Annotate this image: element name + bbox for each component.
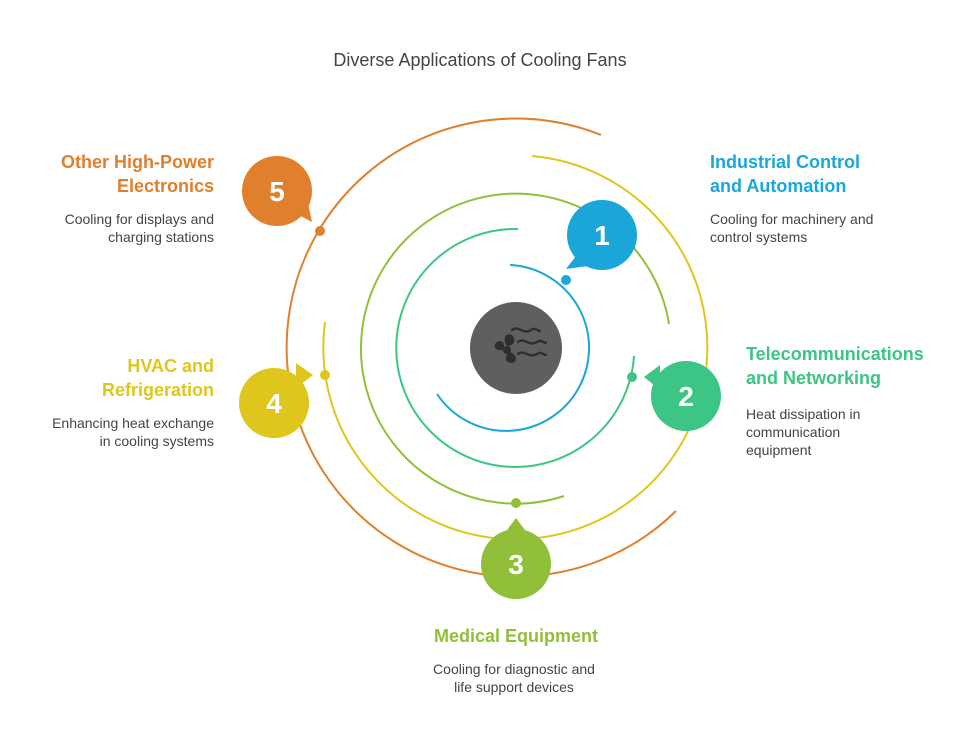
bubble-2: 2	[644, 361, 721, 431]
fan-icon	[494, 327, 548, 363]
item-4-desc-line: in cooling systems	[99, 433, 214, 449]
item-2-title: Telecommunications and Networking	[746, 342, 924, 390]
bubble-3: 3	[481, 518, 551, 599]
item-3-description: Cooling for diagnostic and life support …	[394, 660, 634, 696]
ring-arc-2	[395, 227, 635, 468]
item-2-title-line: Telecommunications	[746, 344, 924, 364]
bubble-number-1: 1	[594, 220, 610, 251]
item-5-desc-line: Cooling for displays and	[64, 211, 214, 227]
item-1-desc-line: Cooling for machinery and	[710, 211, 874, 227]
bubble-number-3: 3	[508, 549, 524, 580]
item-4-title-line: HVAC and	[127, 356, 214, 376]
item-4-desc-line: Enhancing heat exchange	[52, 415, 214, 431]
item-2-desc-line: Heat dissipation in	[746, 406, 861, 422]
item-3-title: Medical Equipment	[396, 624, 636, 648]
connector-dot-1	[561, 275, 571, 285]
item-4-title: HVAC and Refrigeration	[14, 354, 214, 402]
item-3-desc-line: life support devices	[454, 679, 574, 695]
item-5-title-line: Electronics	[116, 176, 214, 196]
item-4-description: Enhancing heat exchange in cooling syste…	[14, 414, 214, 450]
item-1-title-line: Industrial Control	[710, 152, 860, 172]
item-1-title: Industrial Control and Automation	[710, 150, 860, 198]
item-2-description: Heat dissipation in communication equipm…	[746, 405, 860, 459]
connector-dot-5	[315, 226, 325, 236]
item-3-desc-line: Cooling for diagnostic and	[433, 661, 595, 677]
bubble-4: 4	[239, 363, 313, 438]
item-5-desc-line: charging stations	[108, 229, 214, 245]
item-1-title-line: and Automation	[710, 176, 847, 196]
item-3-title-line: Medical Equipment	[433, 626, 599, 646]
item-2-title-line: and Networking	[746, 368, 882, 388]
ring-arc-4	[322, 155, 709, 541]
connector-dot-2	[627, 372, 637, 382]
item-4-title-line: Refrigeration	[101, 380, 214, 400]
item-1-desc-line: control systems	[710, 229, 808, 245]
item-2-desc-line: equipment	[746, 442, 812, 458]
bubble-5: 5	[242, 156, 312, 226]
connector-dot-3	[511, 498, 521, 508]
item-5-title-line: Other High-Power	[60, 152, 214, 172]
bubble-number-2: 2	[678, 381, 694, 412]
connector-dot-4	[320, 370, 330, 380]
bubble-number-4: 4	[266, 388, 282, 419]
page-title: Diverse Applications of Cooling Fans	[333, 50, 627, 70]
item-2-desc-line: communication	[746, 424, 841, 440]
center-hub	[470, 302, 562, 394]
bubble-1: 1	[566, 200, 637, 270]
bubble-number-5: 5	[269, 176, 285, 207]
item-1-description: Cooling for machinery and control system…	[710, 210, 873, 246]
ring-arc-1	[436, 264, 591, 432]
item-5-title: Other High-Power Electronics	[14, 150, 214, 198]
item-5-description: Cooling for displays and charging statio…	[14, 210, 214, 246]
